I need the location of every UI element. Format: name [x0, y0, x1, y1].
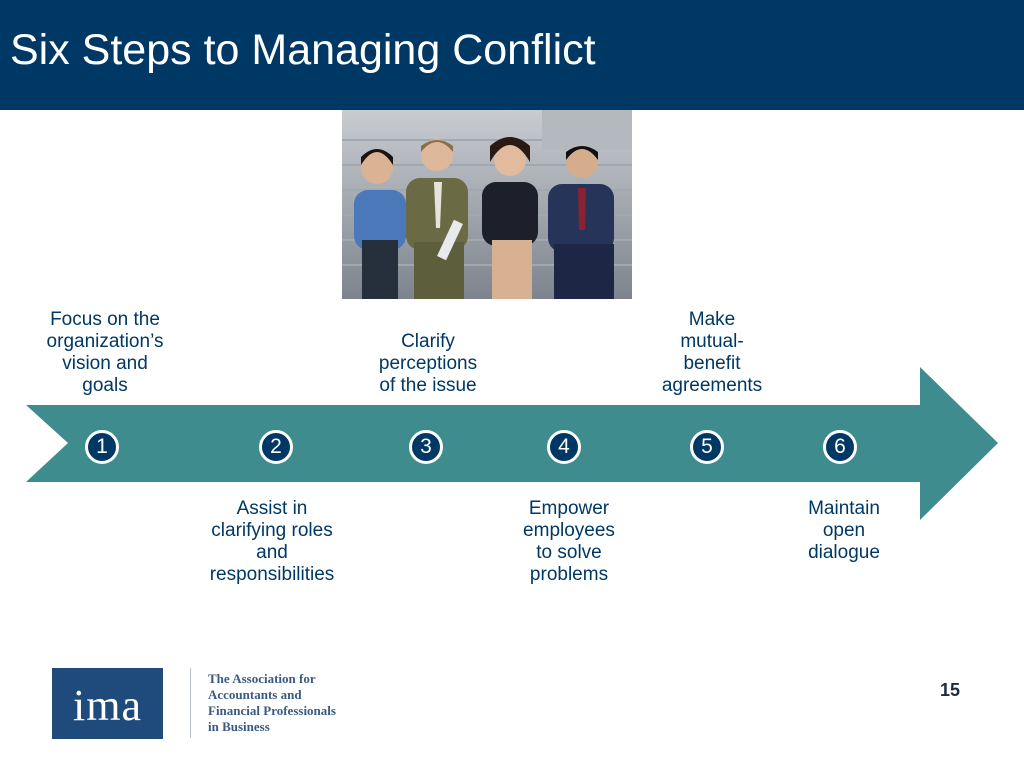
step-4-label-line: problems	[529, 564, 609, 585]
step-3-label-line: perceptions	[378, 353, 478, 374]
ima-logo: ima	[52, 668, 163, 739]
slide-title: Six Steps to Managing Conflict	[10, 26, 596, 74]
step-3-label-line: of the issue	[379, 375, 477, 396]
step-4-label: Empower employees to solve problems	[489, 498, 649, 586]
step-3-badge: 3	[409, 430, 443, 464]
step-2-label-line: and	[256, 542, 288, 563]
step-4-label-line: to solve	[536, 542, 602, 563]
step-1-label-line: goals	[82, 375, 128, 396]
step-6-label-line: Maintain	[808, 498, 880, 519]
association-line: Financial Professionals	[208, 703, 336, 718]
step-1-label-line: organization’s	[46, 331, 164, 352]
step-5-label-line: benefit	[683, 353, 741, 374]
logo-divider	[190, 668, 191, 738]
association-name: The Association for Accountants and Fina…	[208, 671, 408, 735]
step-6-label-line: dialogue	[808, 542, 880, 563]
step-1-label: Focus on the organization’s vision and g…	[25, 309, 185, 397]
step-5-label: Make mutual- benefit agreements	[632, 309, 792, 397]
team-photo	[342, 110, 632, 299]
step-2-label: Assist in clarifying roles and responsib…	[192, 498, 352, 586]
step-6-label-line: open	[822, 520, 866, 541]
step-1-label-line: vision and	[62, 353, 148, 374]
association-line: The Association for	[208, 671, 316, 686]
step-2-label-line: responsibilities	[209, 564, 335, 585]
step-4-label-line: Empower	[528, 498, 610, 519]
process-arrow	[26, 367, 998, 520]
step-5-badge: 5	[690, 430, 724, 464]
step-2-label-line: clarifying roles	[211, 520, 333, 541]
association-line: Accountants and	[208, 687, 302, 702]
step-2-badge: 2	[259, 430, 293, 464]
association-line: in Business	[208, 719, 270, 734]
step-4-label-line: employees	[523, 520, 615, 541]
title-bar: Six Steps to Managing Conflict	[0, 0, 1024, 110]
page-number: 15	[939, 680, 961, 700]
step-2-label-line: Assist in	[236, 498, 308, 519]
step-4-badge: 4	[547, 430, 581, 464]
step-5-label-line: mutual-	[680, 331, 744, 352]
step-6-badge: 6	[823, 430, 857, 464]
step-1-badge: 1	[85, 430, 119, 464]
process-arrow-shape	[26, 367, 998, 520]
step-3-label: Clarify perceptions of the issue	[348, 331, 508, 397]
step-5-label-line: Make	[688, 309, 736, 330]
step-5-label-line: agreements	[661, 375, 763, 396]
step-1-label-line: Focus on the	[50, 309, 160, 330]
step-6-label: Maintain open dialogue	[764, 498, 924, 564]
step-3-label-line: Clarify	[401, 331, 455, 352]
ima-logo-text: ima	[73, 681, 142, 730]
team-photo-illustration	[342, 110, 632, 299]
